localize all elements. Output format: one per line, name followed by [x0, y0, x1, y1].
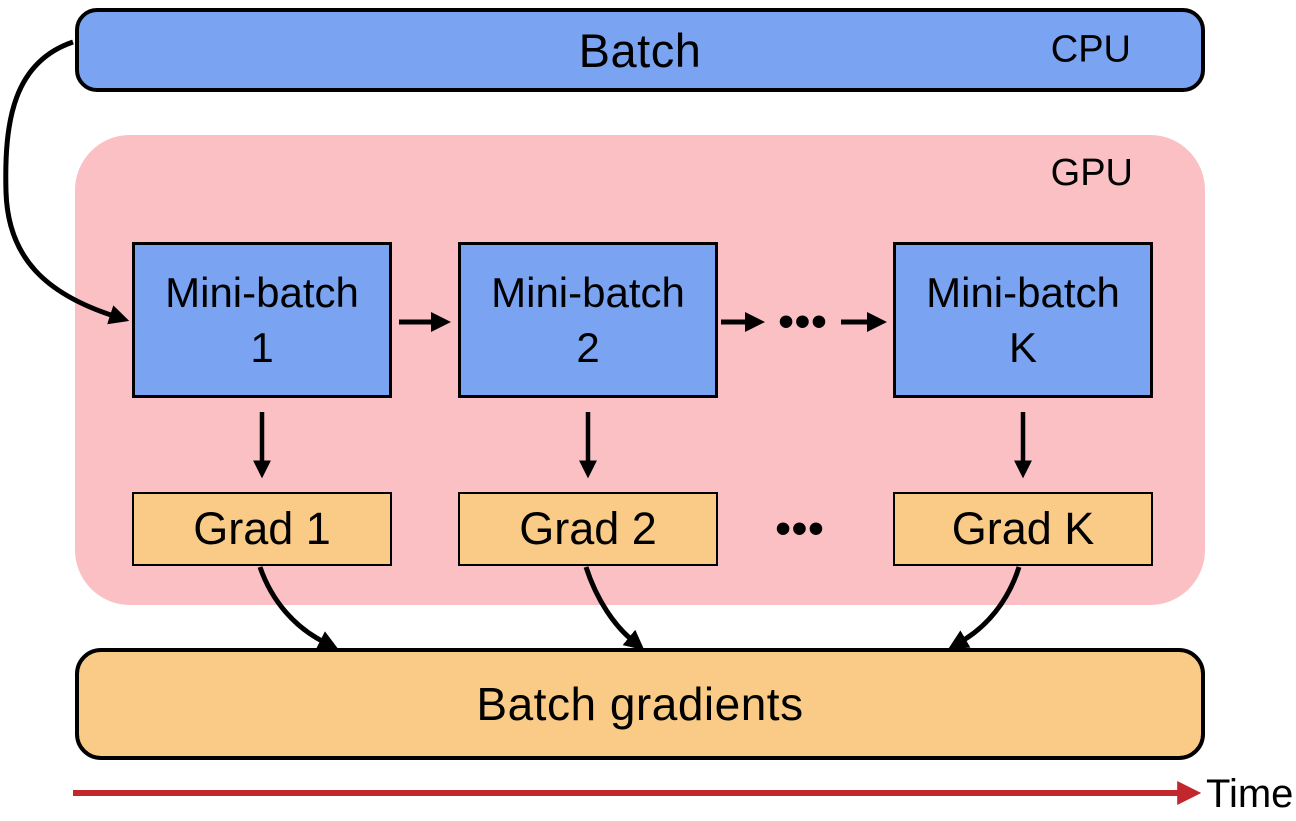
gpu-label: GPU: [1050, 152, 1133, 194]
batch-label: Batch: [578, 23, 702, 77]
minibatch-2-line1: Mini-batch: [491, 268, 685, 316]
grad-k-label: Grad K: [951, 503, 1095, 554]
minibatch-1-line1: Mini-batch: [165, 268, 359, 316]
minibatch-1-box: Mini-batch 1: [132, 242, 392, 398]
grad-1-label: Grad 1: [193, 503, 331, 554]
grad-2-label: Grad 2: [519, 503, 657, 554]
time-axis-label: Time: [1206, 772, 1294, 816]
batch-gradients-box: Batch gradients: [75, 648, 1205, 760]
batch-gradients-label: Batch gradients: [476, 678, 804, 730]
minibatch-k-line1: Mini-batch: [926, 268, 1120, 316]
grad-ellipsis: •••: [775, 504, 825, 553]
minibatch-k-line2: K: [1008, 324, 1037, 371]
batch-box: Batch CPU: [75, 8, 1205, 92]
grad-k-box: Grad K: [893, 492, 1153, 566]
minibatch-ellipsis: •••: [778, 297, 828, 346]
grad-1-box: Grad 1: [132, 492, 392, 566]
minibatch-2-box: Mini-batch 2: [458, 242, 718, 398]
minibatch-2-line2: 2: [576, 324, 600, 371]
cpu-label: CPU: [1050, 28, 1131, 71]
grad-2-box: Grad 2: [458, 492, 718, 566]
minibatch-k-box: Mini-batch K: [893, 242, 1153, 398]
minibatch-1-line2: 1: [250, 324, 274, 371]
